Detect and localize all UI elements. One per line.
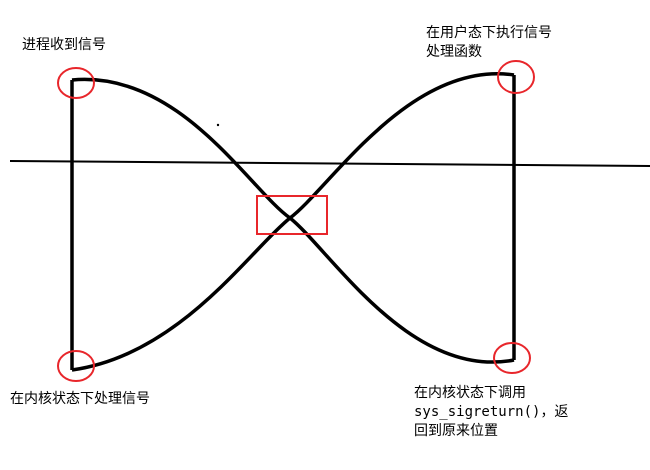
label-sigreturn-call: sys_sigreturn() — [414, 404, 541, 420]
label-kernel-handle-signal-text: 在内核状态下处理信号 — [10, 391, 150, 407]
user-kernel-boundary-line — [9, 160, 650, 167]
label-sigreturn-line1: 在内核状态下调用 — [414, 385, 526, 401]
stray-dot — [216, 123, 220, 127]
marker-circle-bottom-right — [493, 342, 531, 374]
marker-circle-bottom-left — [57, 350, 95, 382]
label-receive-signal: 进程收到信号 — [22, 36, 106, 55]
label-sigreturn-line3: 回到原来位置 — [414, 423, 498, 439]
marker-circle-top-right — [497, 60, 535, 94]
label-user-mode-handler: 在用户态下执行信号 处理函数 — [426, 24, 552, 62]
label-kernel-handle-signal: 在内核状态下处理信号 — [10, 390, 150, 409]
curve-top-left-to-bottom-right — [71, 77, 515, 364]
curve-bottom-left-to-top-right — [71, 72, 515, 372]
label-sigreturn-sep: ，返 — [540, 404, 569, 420]
label-receive-signal-text: 进程收到信号 — [22, 37, 106, 53]
label-sigreturn: 在内核状态下调用 sys_sigreturn()，返 回到原来位置 — [414, 384, 568, 441]
label-user-mode-handler-line2: 处理函数 — [426, 44, 482, 60]
marker-circle-top-left — [57, 67, 95, 99]
label-user-mode-handler-line1: 在用户态下执行信号 — [426, 25, 552, 41]
crossing-highlight-box — [256, 195, 328, 235]
label-sigreturn-line2: sys_sigreturn()，返 — [414, 403, 568, 422]
